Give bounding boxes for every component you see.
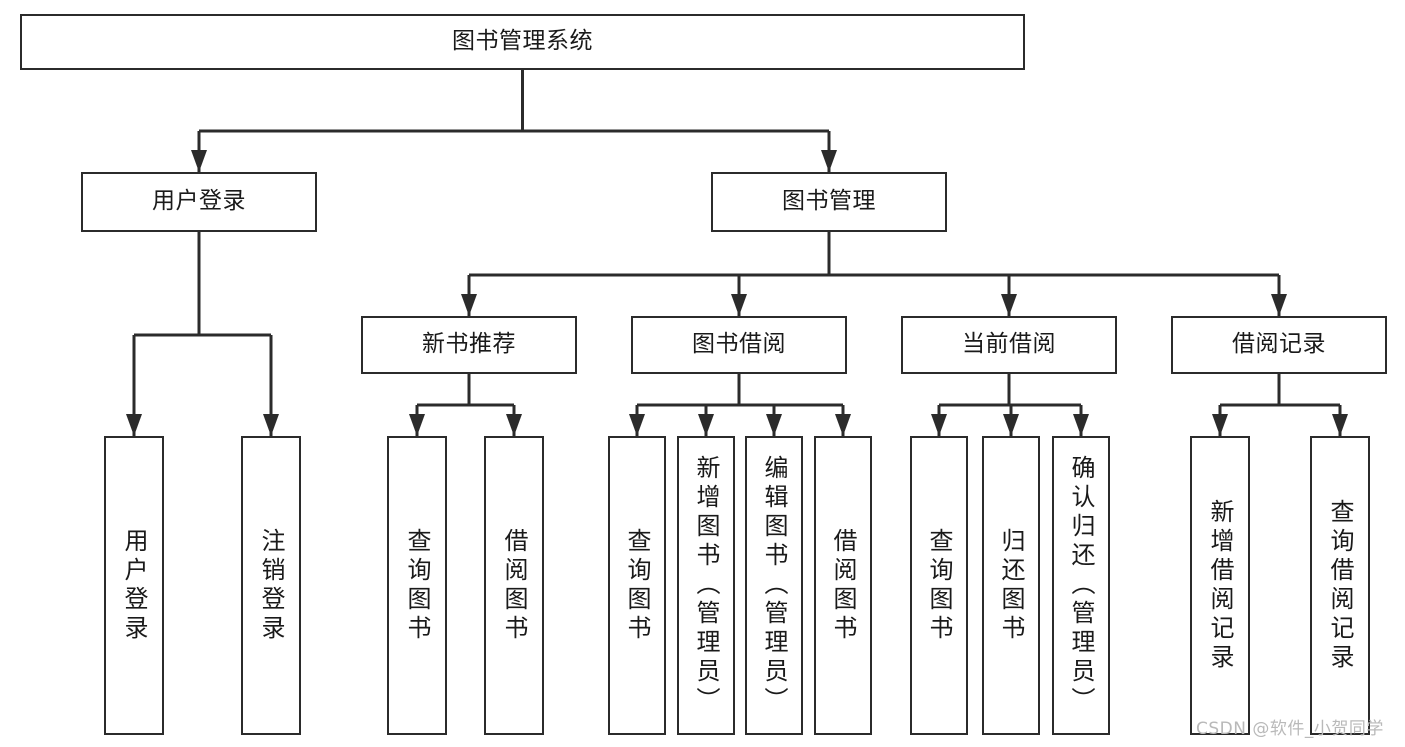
edge-arrowhead [1073,414,1089,436]
edge-arrowhead [1271,294,1287,316]
node-label: 新增借阅记录 [1206,498,1234,673]
node-label: 查询图书 [403,527,431,644]
node-book-manage[interactable]: 图书管理 [711,172,947,232]
node-label: 用户登录 [152,188,246,215]
node-root[interactable]: 图书管理系统 [20,14,1025,70]
node-leaf-query-book-1[interactable]: 查询图书 [387,436,447,735]
node-label: 注销登录 [257,527,285,644]
node-leaf-query-book-2[interactable]: 查询图书 [608,436,666,735]
edge-arrowhead [409,414,425,436]
node-leaf-add-book[interactable]: 新增图书（管理员） [677,436,735,735]
edge-arrowhead [461,294,477,316]
node-label: 当前借阅 [962,331,1056,358]
edge-arrowhead [1332,414,1348,436]
edge-arrowhead [821,150,837,172]
node-label: 借阅图书 [829,527,857,644]
node-label: 新增图书（管理员） [692,455,720,716]
edge-arrowhead [698,414,714,436]
node-label: 图书借阅 [692,331,786,358]
edge-arrowhead [731,294,747,316]
node-label: 借阅记录 [1232,331,1326,358]
node-new-book-rec[interactable]: 新书推荐 [361,316,577,374]
node-label: 编辑图书（管理员） [760,455,788,716]
node-label: 归还图书 [997,527,1025,644]
edge-arrowhead [126,414,142,436]
node-current-borrow[interactable]: 当前借阅 [901,316,1117,374]
node-leaf-borrow-book-1[interactable]: 借阅图书 [484,436,544,735]
edge-arrowhead [766,414,782,436]
edge-arrowhead [506,414,522,436]
edge-arrowhead [1212,414,1228,436]
node-leaf-confirm-return[interactable]: 确认归还（管理员） [1052,436,1110,735]
node-leaf-edit-book[interactable]: 编辑图书（管理员） [745,436,803,735]
node-leaf-logout[interactable]: 注销登录 [241,436,301,735]
node-leaf-return-book[interactable]: 归还图书 [982,436,1040,735]
node-label: 新书推荐 [422,331,516,358]
node-borrow-record[interactable]: 借阅记录 [1171,316,1387,374]
node-label: 图书管理系统 [452,28,593,55]
node-leaf-add-record[interactable]: 新增借阅记录 [1190,436,1250,735]
edge-arrowhead [931,414,947,436]
node-book-borrow[interactable]: 图书借阅 [631,316,847,374]
node-leaf-borrow-book-2[interactable]: 借阅图书 [814,436,872,735]
node-label: 查询图书 [623,527,651,644]
csdn-watermark: CSDN @软件_小贺同学 [1196,719,1384,739]
node-leaf-query-book-3[interactable]: 查询图书 [910,436,968,735]
edge-arrowhead [263,414,279,436]
node-label: 确认归还（管理员） [1067,455,1095,716]
node-label: 查询借阅记录 [1326,498,1354,673]
node-label: 借阅图书 [500,527,528,644]
node-label: 用户登录 [120,527,148,644]
edge-arrowhead [191,150,207,172]
edge-arrowhead [1003,414,1019,436]
node-label: 图书管理 [782,188,876,215]
node-leaf-query-record[interactable]: 查询借阅记录 [1310,436,1370,735]
edge-arrowhead [629,414,645,436]
node-leaf-user-login[interactable]: 用户登录 [104,436,164,735]
edge-arrowhead [835,414,851,436]
edge-arrowhead [1001,294,1017,316]
node-user-login[interactable]: 用户登录 [81,172,317,232]
node-label: 查询图书 [925,527,953,644]
